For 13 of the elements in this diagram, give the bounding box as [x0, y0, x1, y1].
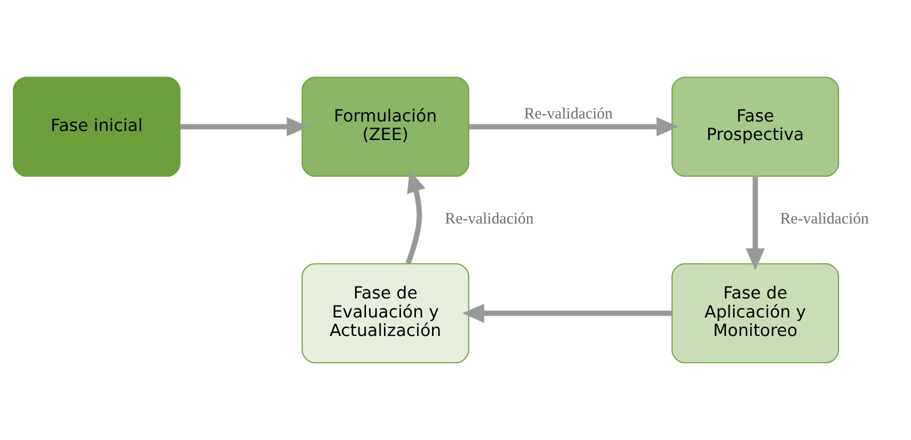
node-box: Fase de Aplicación y Monitoreo — [672, 263, 840, 364]
arrow — [406, 170, 426, 264]
edge-label: Re-validación — [524, 105, 613, 122]
node-box: Formulación (ZEE) — [302, 76, 470, 177]
arrow — [468, 117, 678, 136]
node-box: Fase inicial — [12, 76, 180, 177]
edge-label: Re-validación — [780, 210, 869, 228]
edge-label: Re-validación — [445, 210, 534, 228]
arrow — [462, 304, 672, 323]
arrow — [746, 176, 765, 270]
arrow — [180, 117, 309, 136]
node-box: Fase de Evaluación y Actualización — [302, 263, 470, 364]
node-box: Fase Prospectiva — [672, 76, 840, 177]
